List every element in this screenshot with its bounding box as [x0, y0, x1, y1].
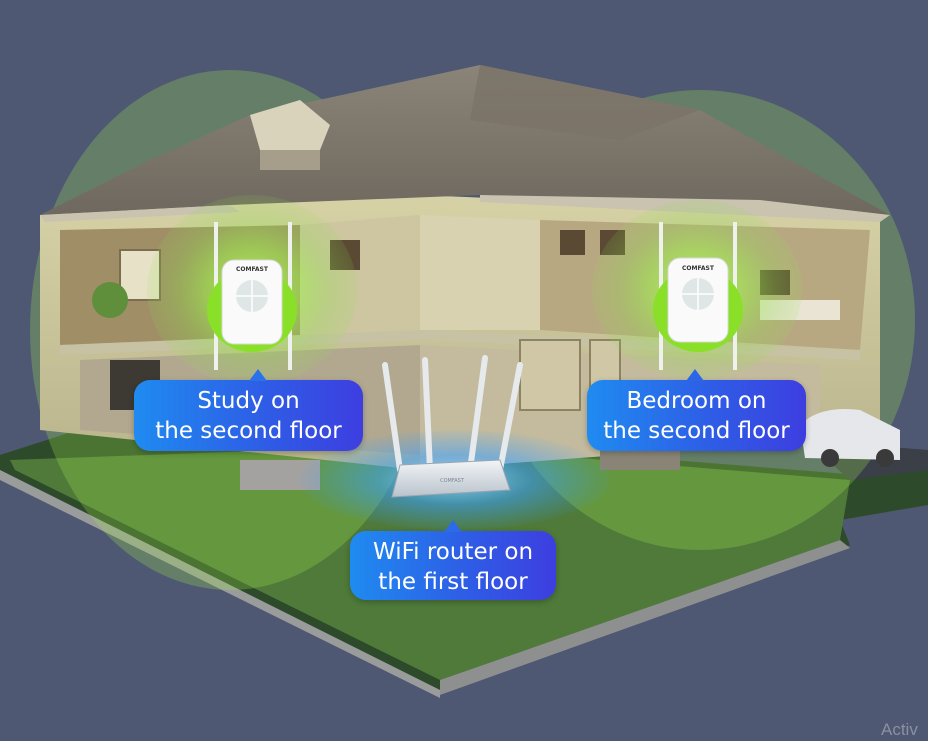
callout-line-2: the second floor: [603, 418, 790, 444]
watermark-text: Activ: [881, 720, 918, 739]
callout-line-1: Study on: [197, 388, 300, 414]
callout-pointer: [444, 520, 462, 532]
car: [800, 409, 900, 467]
callout-line-2: the first floor: [378, 569, 528, 595]
wifi-extender-icon: COMFAST: [207, 222, 297, 370]
callout-line-1: Bedroom on: [626, 388, 767, 414]
callout-pointer: [686, 369, 704, 381]
callout-router-first-floor: WiFi router on the first floor: [350, 520, 556, 600]
wifi-extender-icon: COMFAST: [653, 222, 743, 370]
svg-text:COMFAST: COMFAST: [440, 478, 465, 484]
svg-text:COMFAST: COMFAST: [682, 265, 715, 272]
callout-line-1: WiFi router on: [372, 539, 534, 565]
svg-text:COMFAST: COMFAST: [236, 266, 269, 273]
callout-line-2: the second floor: [155, 418, 342, 444]
callout-study-second-floor: Study on the second floor: [134, 369, 363, 451]
callout-bedroom-second-floor: Bedroom on the second floor: [587, 369, 806, 451]
callout-pointer: [249, 369, 267, 381]
wifi-router-icon: COMFAST: [382, 355, 523, 498]
